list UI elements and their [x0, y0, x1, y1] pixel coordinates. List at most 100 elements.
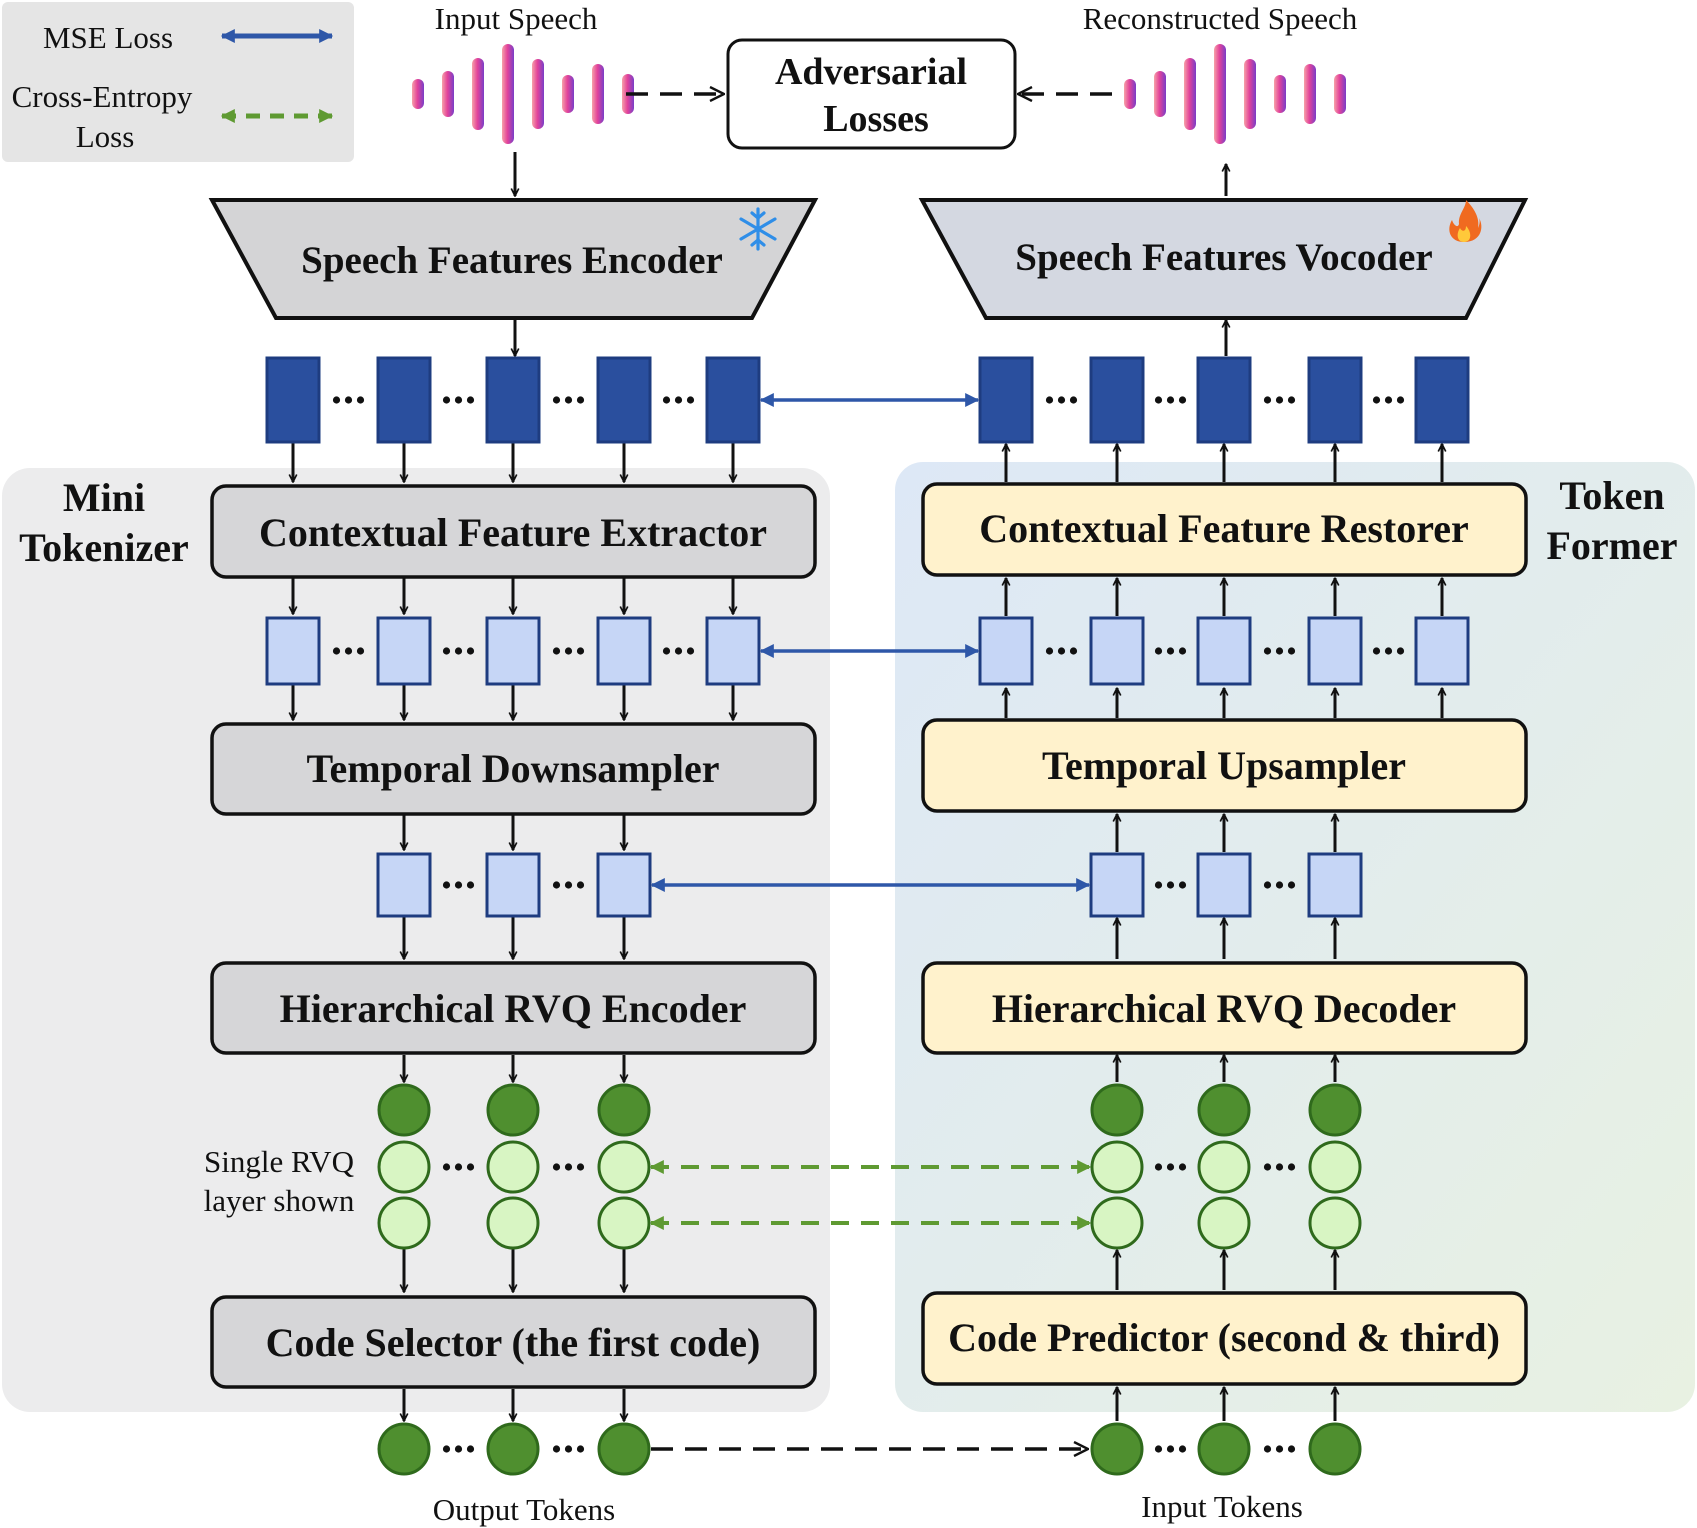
ellipsis-dot — [1372, 647, 1381, 655]
dark-feature-node — [596, 356, 652, 444]
dark-feature-node — [1196, 356, 1252, 444]
light-feature-node — [705, 616, 761, 686]
ellipsis-dot — [564, 1445, 573, 1453]
temporal-upsampler — [921, 718, 1528, 813]
rvq-code-light — [1197, 1140, 1251, 1194]
rvq-code-dark — [377, 1083, 431, 1137]
ellipsis-dot — [442, 396, 451, 404]
ellipsis-dot — [686, 647, 695, 655]
ellipsis-dot — [356, 647, 365, 655]
ellipsis-dot — [1372, 396, 1381, 404]
ellipsis-dot — [332, 647, 341, 655]
speech-features-encoder — [208, 198, 819, 320]
dark-feature-node — [1414, 356, 1470, 444]
rvq-code-light — [486, 1140, 540, 1194]
token-former-title-line2: Former — [1546, 523, 1677, 568]
feature-and-token-nodes — [265, 356, 1470, 1476]
ellipsis-dot — [552, 396, 561, 404]
ellipsis-dot — [1263, 1163, 1272, 1171]
waveform-bar — [1184, 58, 1196, 130]
ellipsis-dot — [1396, 396, 1405, 404]
ellipsis-dot — [686, 396, 695, 404]
waveform-bar — [1154, 71, 1166, 117]
ellipsis-dot — [662, 647, 671, 655]
ellipsis-dot — [466, 396, 475, 404]
waveform-bar — [442, 71, 454, 117]
rvq-code-dark — [1090, 1083, 1144, 1137]
ellipsis-dot — [1178, 881, 1187, 889]
output-waveform-icon — [1124, 44, 1346, 144]
dark-feature-node — [1089, 356, 1145, 444]
ellipsis-dot — [454, 396, 463, 404]
light-feature-node — [1307, 852, 1363, 918]
ellipsis-dot — [1178, 1445, 1187, 1453]
contextual-feature-extractor-label: Contextual Feature Extractor — [259, 510, 767, 555]
contextual-feature-restorer — [921, 482, 1528, 577]
input-speech-label: Input Speech — [435, 1, 598, 36]
dark-feature-node — [1307, 356, 1363, 444]
light-feature-node — [485, 616, 541, 686]
ellipsis-dot — [1154, 396, 1163, 404]
ellipsis-dot — [356, 396, 365, 404]
rvq-code-light — [1308, 1196, 1362, 1250]
ellipsis-dot — [564, 396, 573, 404]
waveform-bar — [472, 58, 484, 130]
reconstructed-speech-label: Reconstructed Speech — [1083, 1, 1358, 36]
rvq-code-light — [597, 1140, 651, 1194]
rvq-code-light — [377, 1196, 431, 1250]
ellipsis-dot — [1287, 647, 1296, 655]
ellipsis-dot — [1275, 881, 1284, 889]
ellipsis-dot — [552, 881, 561, 889]
ellipsis-dot — [552, 647, 561, 655]
output-token — [486, 1422, 540, 1476]
ellipsis-dot — [454, 881, 463, 889]
ellipsis-dot — [552, 1445, 561, 1453]
ellipsis-dot — [1263, 1445, 1272, 1453]
speech-features-vocoder-label: Speech Features Vocoder — [1015, 236, 1432, 279]
snowflake-icon — [739, 207, 777, 251]
ellipsis-dot — [344, 647, 353, 655]
ellipsis-dot — [1166, 1445, 1175, 1453]
mini-tokenizer-title-line1: Mini — [63, 475, 145, 520]
temporal-downsampler — [210, 722, 817, 816]
ellipsis-dot — [576, 1445, 585, 1453]
ellipsis-dot — [1166, 881, 1175, 889]
ellipsis-dot — [1275, 1163, 1284, 1171]
ellipsis-dot — [1166, 396, 1175, 404]
loss-connectors — [649, 393, 1092, 1449]
ellipsis-dot — [564, 881, 573, 889]
ellipsis-dot — [1154, 881, 1163, 889]
cross-entropy-label-line1: Cross-Entropy — [12, 79, 193, 114]
light-feature-node — [1089, 616, 1145, 686]
input-token — [1308, 1422, 1362, 1476]
single-rvq-label-line2: layer shown — [204, 1183, 355, 1218]
ellipsis-dot — [1396, 647, 1405, 655]
output-token — [597, 1422, 651, 1476]
ellipsis-dot — [466, 647, 475, 655]
rvq-code-light — [377, 1140, 431, 1194]
temporal-upsampler-label: Temporal Upsampler — [1042, 743, 1406, 788]
ellipsis-dot — [1057, 647, 1066, 655]
waveform-bar — [502, 44, 514, 144]
waveform-bar — [1304, 64, 1316, 124]
ellipsis-dot — [1263, 881, 1272, 889]
light-feature-node — [1196, 616, 1252, 686]
single-rvq-label-line1: Single RVQ — [204, 1144, 354, 1179]
legend: MSE Loss Cross-Entropy Loss — [2, 2, 354, 162]
waveform-bar — [1214, 44, 1226, 144]
cross-entropy-label-line2: Loss — [76, 119, 135, 154]
light-feature-node — [376, 616, 432, 686]
ellipsis-dot — [466, 1445, 475, 1453]
input-token — [1197, 1422, 1251, 1476]
ellipsis-dot — [442, 647, 451, 655]
rvq-code-light — [1090, 1140, 1144, 1194]
dark-feature-node — [978, 356, 1034, 444]
ellipsis-dot — [1263, 396, 1272, 404]
contextual-feature-extractor — [210, 484, 817, 579]
mse-loss-label: MSE Loss — [43, 20, 173, 55]
speech-features-vocoder — [918, 198, 1529, 320]
waveform-bar — [1124, 79, 1136, 109]
ellipsis-dot — [1287, 396, 1296, 404]
ellipsis-dot — [662, 396, 671, 404]
